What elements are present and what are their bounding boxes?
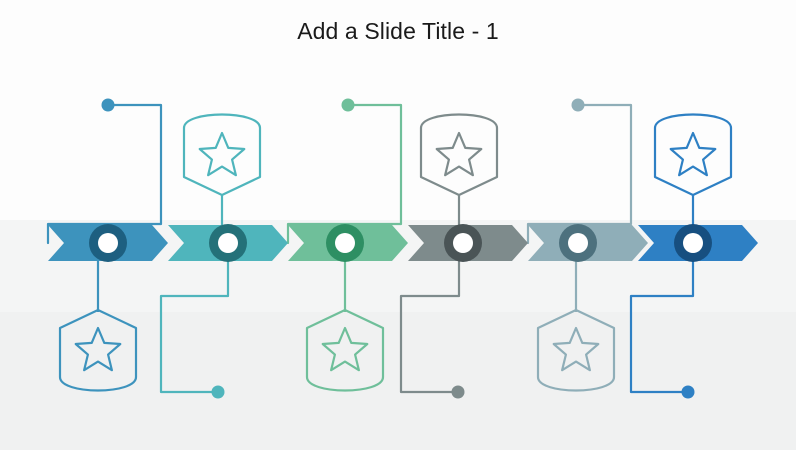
endpoint-dot-layer [101, 98, 695, 399]
connector-step-1 [46, 103, 163, 312]
milestone-node-step-5[interactable] [559, 224, 597, 262]
star-icon [435, 131, 483, 177]
connector-step-3 [286, 103, 403, 312]
connector-step-2-bottom [159, 241, 230, 394]
connector-step-3-top [286, 103, 403, 245]
endpoint-dot-step-5 [571, 98, 585, 112]
milestone-node-step-3[interactable] [326, 224, 364, 262]
endpoint-dot-step-4 [451, 385, 465, 399]
star-icon [669, 131, 717, 177]
chevron-band [48, 225, 758, 261]
milestone-node-step-1[interactable] [89, 224, 127, 262]
badge-step-4[interactable] [419, 113, 499, 197]
milestone-node-layer [89, 224, 712, 262]
badge-step-3[interactable] [305, 308, 385, 392]
endpoint-dot-step-2 [211, 385, 225, 399]
milestone-node-step-6[interactable] [674, 224, 712, 262]
badge-step-1[interactable] [58, 308, 138, 392]
star-icon [552, 326, 600, 372]
connector-step-4-bottom [399, 241, 461, 394]
background-band-top [0, 0, 796, 220]
background-band-bottom [0, 312, 796, 450]
milestone-node-step-4[interactable] [444, 224, 482, 262]
endpoint-dot-step-3 [341, 98, 355, 112]
connector-step-5-top [526, 103, 633, 245]
star-icon [321, 326, 369, 372]
star-icon [74, 326, 122, 372]
endpoint-dot-step-1 [101, 98, 115, 112]
connector-step-1-top [46, 103, 163, 245]
connector-step-5 [526, 103, 633, 312]
badge-step-2[interactable] [182, 113, 262, 197]
star-icon [198, 131, 246, 177]
milestone-node-step-2[interactable] [209, 224, 247, 262]
badge-step-6[interactable] [653, 113, 733, 197]
endpoint-dot-step-6 [681, 385, 695, 399]
connector-step-6 [629, 195, 695, 394]
badge-step-5[interactable] [536, 308, 616, 392]
page-title: Add a Slide Title - 1 [297, 18, 499, 44]
connector-step-6-bottom [629, 241, 695, 394]
connector-step-4 [399, 195, 461, 394]
connector-step-2 [159, 195, 230, 394]
